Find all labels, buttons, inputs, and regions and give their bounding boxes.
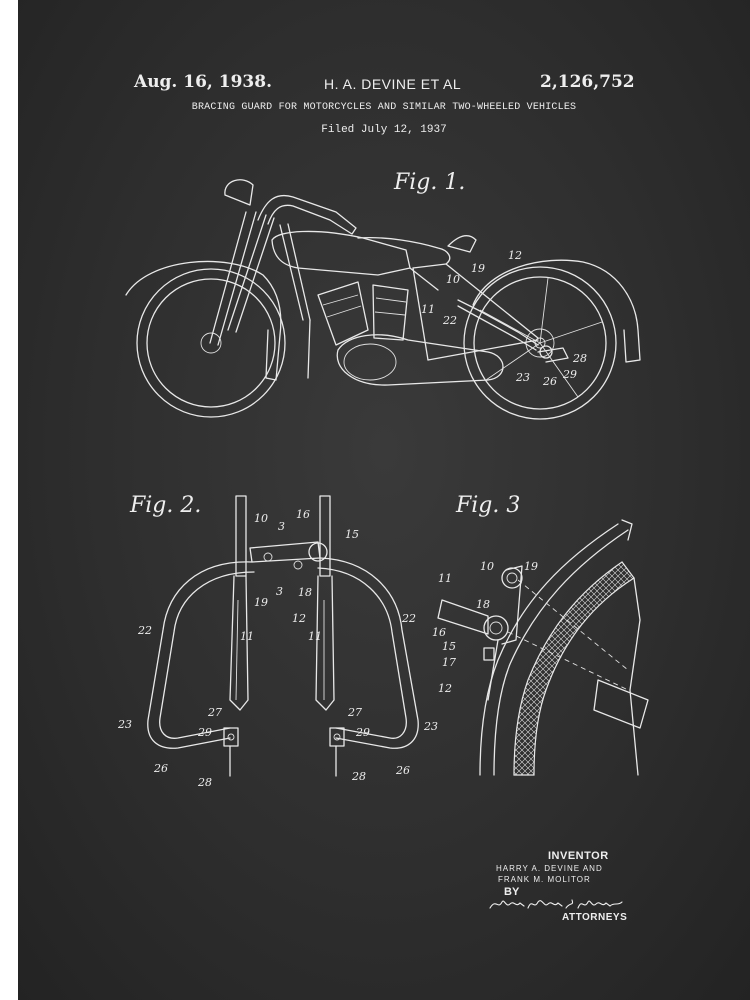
patent-title: BRACING GUARD FOR MOTORCYCLES AND SIMILA… (191, 102, 577, 113)
fig2-guard-front-drawing: 10 3 16 15 3 18 19 12 22 22 11 11 27 27 … (117, 0, 438, 789)
fig2-ref-29-right: 29 (355, 726, 370, 739)
front-fender (126, 261, 281, 380)
fig3-ref-18: 18 (476, 598, 490, 611)
fig2-ref-23-right: 23 (423, 720, 438, 733)
fig3-ref-16: 16 (432, 626, 446, 639)
fig3-label: Fig. 3 (456, 493, 521, 518)
clamp-and-rod (438, 566, 648, 728)
front-wheel (137, 269, 285, 417)
fig2-ref-26-left: 26 (153, 762, 168, 775)
axle-clamps (224, 728, 344, 776)
fig1-ref-23: 23 (515, 371, 530, 384)
bracing-guard-fig1 (458, 300, 568, 362)
fig2-ref-23-left: 23 (117, 718, 132, 731)
fig2-ref-3b: 3 (276, 585, 283, 598)
fig2-ref-22-left: 22 (137, 624, 152, 637)
patent-filed-date: Filed July 12, 1937 (321, 124, 447, 136)
fig3-ref-11: 11 (438, 572, 452, 585)
patent-inventors: H. A. DEVINE ET AL (324, 76, 462, 92)
engine (318, 282, 503, 385)
headlamp-and-handlebar (225, 180, 356, 234)
fig2-ref-28-right: 28 (351, 770, 366, 783)
fig2-ref-27-right: 27 (347, 706, 362, 719)
rear-wheel (464, 267, 616, 419)
patent-date: Aug. 16, 1938. (134, 72, 273, 92)
fig2-ref-3a: 3 (278, 520, 285, 533)
fig2-ref-27-left: 27 (207, 706, 222, 719)
fig2-ref-15: 15 (345, 528, 359, 541)
fig1-ref-28: 28 (572, 352, 587, 365)
fig3-ref-10: 10 (480, 560, 494, 573)
fig3-ref-19: 19 (524, 560, 538, 573)
fig2-label: Fig. 2. (130, 493, 202, 518)
fig3-ref-17: 17 (442, 656, 456, 669)
patent-number: 2,126,752 (540, 72, 635, 92)
frame-tubes (280, 224, 538, 378)
fig2-ref-11-right: 11 (308, 630, 322, 643)
fig2-ref-26-right: 26 (395, 764, 410, 777)
rear-fender (473, 260, 640, 362)
fig1-ref-12: 12 (508, 249, 522, 262)
fender-section (480, 520, 640, 775)
fig3-guard-detail-drawing: 10 19 11 18 16 15 17 12 (432, 0, 750, 1000)
fig2-ref-28-left: 28 (197, 776, 212, 789)
fig1-ref-19: 19 (471, 262, 485, 275)
fig3-ref-12: 12 (438, 682, 452, 695)
fig3-ref-15: 15 (442, 640, 456, 653)
patent-blueprint: Aug. 16, 1938. H. A. DEVINE ET AL 2,126,… (18, 0, 750, 1000)
fig2-ref-19: 19 (254, 596, 268, 609)
fig1-ref-10: 10 (446, 273, 460, 286)
fuel-tank-and-seat (272, 231, 476, 290)
fig1-motorcycle-drawing: 12 10 19 11 22 28 23 26 29 (18, 0, 750, 1000)
fig1-label: Fig. 1. (394, 170, 466, 195)
fork-legs (230, 496, 334, 710)
fig1-ref-29: 29 (562, 368, 577, 381)
fig2-ref-16: 16 (296, 508, 310, 521)
guard-hoop (148, 558, 418, 748)
fig2-ref-11-left: 11 (240, 630, 254, 643)
attorney-signature (489, 899, 623, 909)
inventor-name-2: FRANK M. MOLITOR (498, 875, 591, 884)
fig1-ref-11: 11 (421, 303, 435, 316)
fig2-ref-18: 18 (298, 586, 312, 599)
attorneys-label: ATTORNEYS (562, 912, 628, 923)
fig2-ref-10: 10 (254, 512, 268, 525)
inventor-name-1: HARRY A. DEVINE AND (496, 864, 603, 873)
front-fork (210, 212, 274, 345)
fig2-ref-29-left: 29 (197, 726, 212, 739)
by-label: BY (504, 886, 520, 898)
fig2-ref-22-right: 22 (401, 612, 416, 625)
inventor-heading: INVENTOR (548, 850, 609, 862)
fig1-ref-22: 22 (442, 314, 457, 327)
fig1-ref-26: 26 (542, 375, 557, 388)
fig2-ref-12: 12 (292, 612, 306, 625)
